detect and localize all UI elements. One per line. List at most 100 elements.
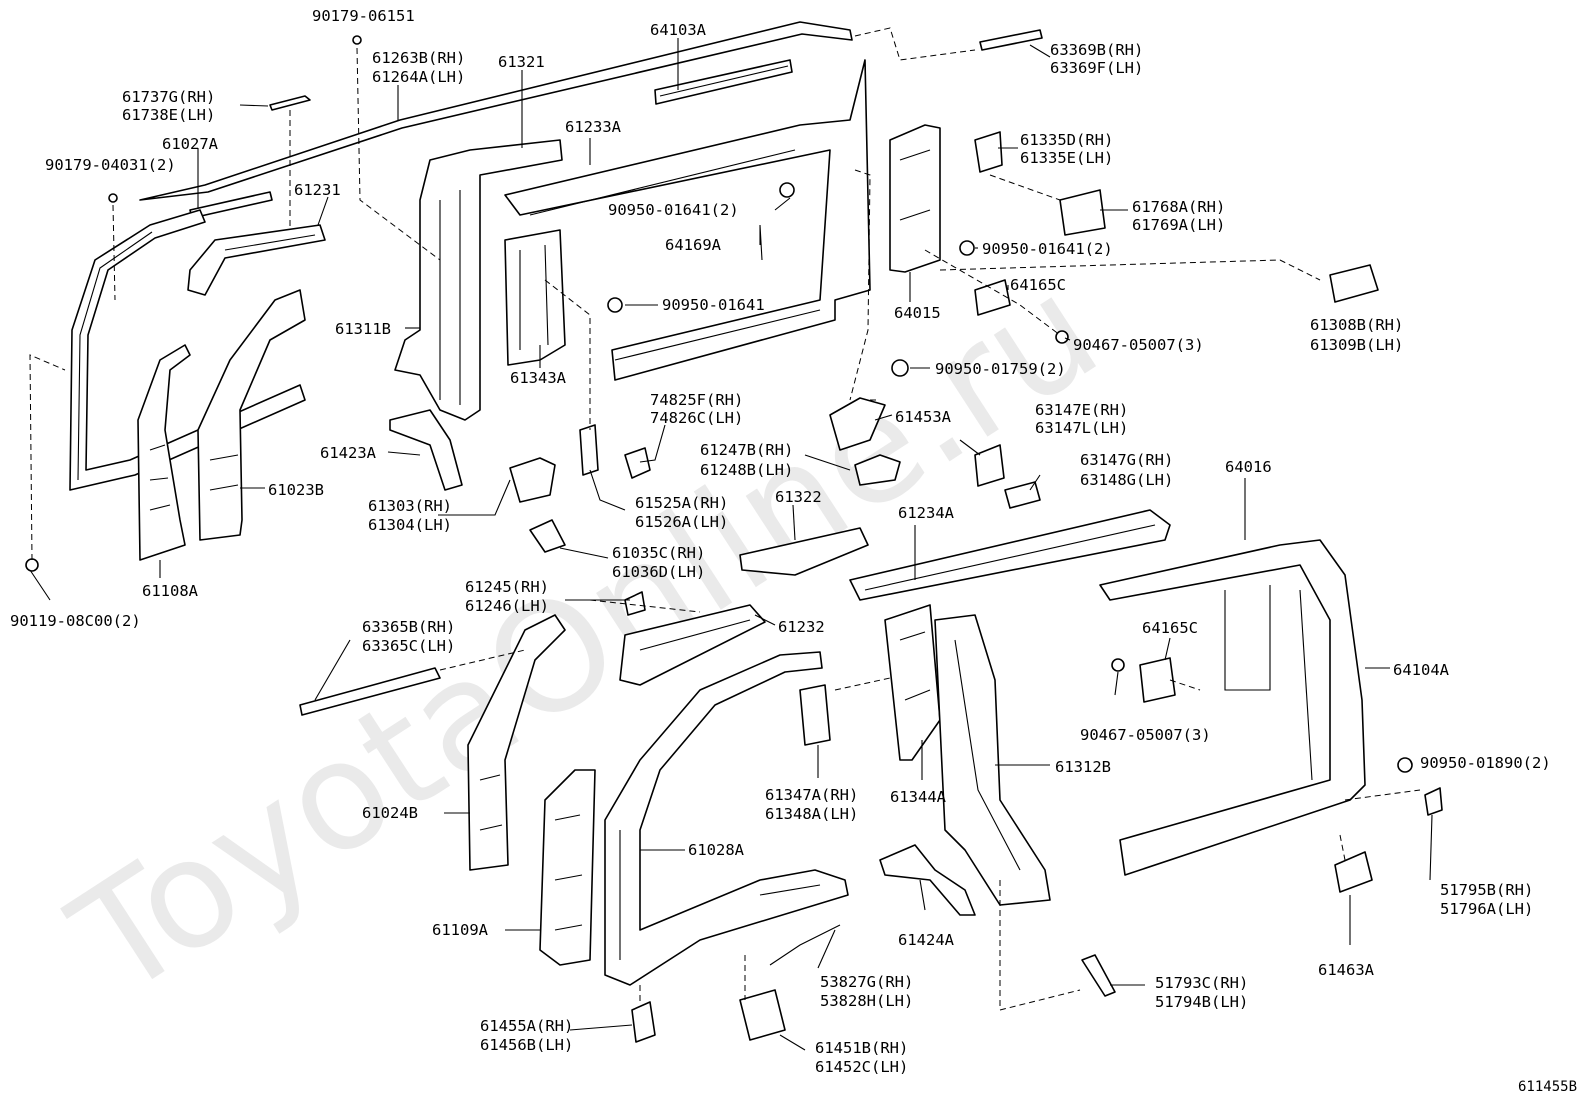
part-74825f	[624, 447, 651, 479]
callout-90119-08c00: 90119-08C00(2)	[10, 612, 141, 630]
callout-90950-01759: 90950-01759(2)	[935, 360, 1066, 378]
callout-64165c-lower: 64165C	[1142, 619, 1198, 637]
part-front-frame	[69, 209, 306, 491]
callout-61738e: 61738E(LH)	[122, 106, 215, 124]
callout-61348a: 61348A(LH)	[765, 805, 858, 823]
callout-63365c: 63365C(LH)	[362, 637, 455, 655]
callout-61456b: 61456B(LH)	[480, 1036, 573, 1054]
callout-90467-05007-a: 90467-05007(3)	[1073, 336, 1204, 354]
part-61737g	[269, 95, 311, 111]
callout-61109a: 61109A	[432, 921, 489, 939]
callout-61303: 61303(RH)	[368, 497, 452, 515]
callout-64104a: 64104A	[1393, 661, 1450, 679]
nut-icon	[25, 558, 39, 572]
part-61028a	[604, 651, 849, 986]
part-51795b	[1424, 787, 1443, 816]
part-61232	[619, 604, 766, 686]
part-61768a	[1059, 189, 1106, 236]
part-61453a	[829, 397, 886, 451]
fasteners	[25, 35, 1413, 773]
callout-64103a: 64103A	[650, 21, 707, 39]
callout-63369b: 63369B(RH)	[1050, 41, 1143, 59]
callout-61737g: 61737G(RH)	[122, 88, 215, 106]
callout-61463a: 61463A	[1318, 961, 1375, 979]
callout-61451b: 61451B(RH)	[815, 1039, 908, 1057]
callout-63369f: 63369F(LH)	[1050, 59, 1143, 77]
callout-61247b: 61247B(RH)	[700, 441, 793, 459]
callout-61344a: 61344A	[890, 788, 947, 806]
clip-icon	[779, 182, 795, 198]
callout-61036d: 61036D(LH)	[612, 563, 705, 581]
callout-53828h: 53828H(LH)	[820, 992, 913, 1010]
part-61312b	[934, 614, 1051, 906]
callout-61343a: 61343A	[510, 369, 567, 387]
part-63365b	[299, 667, 441, 716]
diagram-code: 611455B	[1518, 1079, 1577, 1095]
callout-63147e: 63147E(RH)	[1035, 401, 1128, 419]
callout-61311b: 61311B	[335, 320, 391, 338]
part-61303	[509, 457, 556, 503]
callout-63365b: 63365B(RH)	[362, 618, 455, 636]
callout-90179-06151: 90179-06151	[312, 7, 415, 25]
assembly-lines	[29, 27, 1421, 1011]
callout-61321: 61321	[498, 53, 545, 71]
callout-64169a: 64169A	[665, 236, 722, 254]
part-64165c-lower	[1139, 657, 1176, 703]
callout-61453a: 61453A	[895, 408, 952, 426]
part-61335d	[974, 131, 1003, 173]
callout-61424a: 61424A	[898, 931, 955, 949]
callout-64015: 64015	[894, 304, 941, 322]
part-61035c	[529, 519, 566, 553]
callout-61423a: 61423A	[320, 444, 377, 462]
callout-51795b: 51795B(RH)	[1440, 881, 1533, 899]
callout-61024b: 61024B	[362, 804, 418, 822]
part-61233a	[504, 59, 871, 381]
callout-64016: 64016	[1225, 458, 1272, 476]
callout-61231: 61231	[294, 181, 341, 199]
part-61109a	[539, 769, 596, 966]
screw-icon	[1111, 658, 1125, 672]
part-64015	[889, 124, 941, 273]
part-63369b	[979, 29, 1043, 51]
part-63147e	[974, 444, 1005, 487]
callout-61264a: 61264A(LH)	[372, 68, 465, 86]
callout-51794b: 51794B(LH)	[1155, 993, 1248, 1011]
part-64165c-upper	[974, 279, 1011, 316]
bolt-icon	[352, 35, 362, 45]
part-64103a	[654, 59, 793, 105]
screw-icon	[1055, 330, 1069, 344]
part-61245	[624, 591, 646, 616]
callout-61347a: 61347A(RH)	[765, 786, 858, 804]
callout-61322: 61322	[775, 488, 822, 506]
callout-61108a: 61108A	[142, 582, 199, 600]
callout-51796a: 51796A(LH)	[1440, 900, 1533, 918]
part-61423a	[389, 409, 463, 491]
part-61247b	[854, 454, 901, 486]
grommet-icon	[891, 359, 909, 377]
part-64104a	[1099, 539, 1366, 876]
part-61343a	[504, 229, 566, 366]
clip-icon	[959, 240, 975, 256]
callout-63147g: 63147G(RH)	[1080, 451, 1173, 469]
part-61451b	[739, 989, 786, 1041]
leader-lines	[29, 38, 1433, 1051]
part-61308b	[1329, 264, 1379, 303]
callout-61335d: 61335D(RH)	[1020, 131, 1113, 149]
part-61344a	[884, 604, 941, 761]
part-61108a	[137, 344, 191, 561]
part-61455a	[631, 1001, 656, 1043]
callout-90467-05007-b: 90467-05007(3)	[1080, 726, 1211, 744]
part-61024b	[467, 614, 566, 871]
part-roof-rail	[139, 21, 853, 201]
callout-74826c: 74826C(LH)	[650, 409, 743, 427]
callout-61769a: 61769A(LH)	[1132, 216, 1225, 234]
part-61347a	[799, 684, 831, 746]
callout-63148g: 63148G(LH)	[1080, 471, 1173, 489]
clip-icon	[607, 297, 623, 313]
callout-61308b: 61308B(RH)	[1310, 316, 1403, 334]
part-53827g	[769, 924, 841, 966]
callout-61768a: 61768A(RH)	[1132, 198, 1225, 216]
callout-61455a: 61455A(RH)	[480, 1017, 573, 1035]
callout-90950-01641-c: 90950-01641	[662, 296, 765, 314]
callout-74825f: 74825F(RH)	[650, 391, 743, 409]
